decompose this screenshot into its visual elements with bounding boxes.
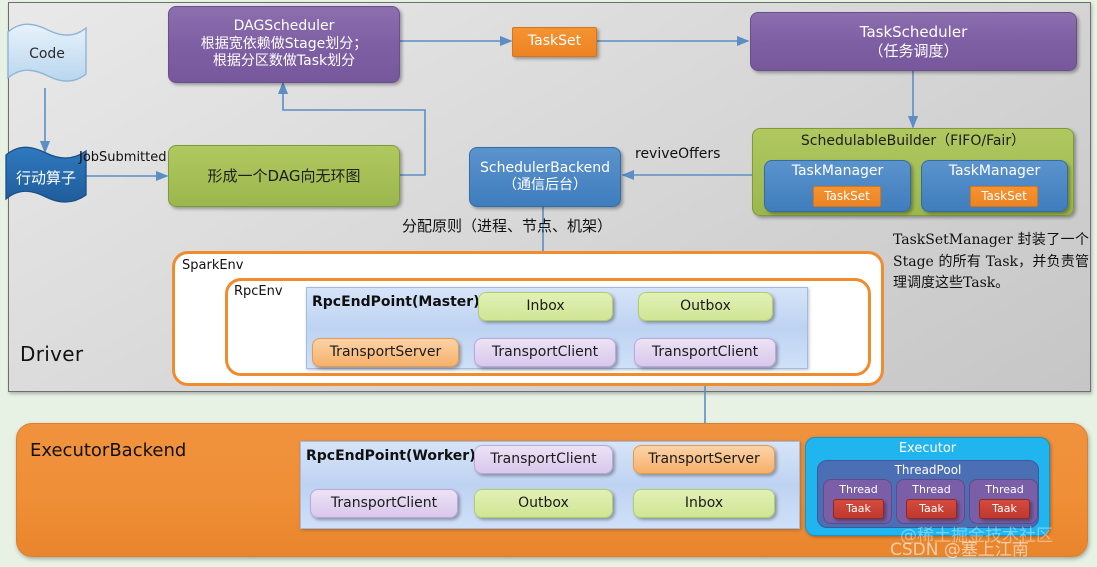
thread-3-title: Thread [985, 483, 1024, 496]
master-outbox-node[interactable]: Outbox [638, 292, 773, 321]
thread-1-task: Taak [833, 499, 884, 519]
revive-offers-label: reviveOffers [635, 146, 721, 162]
dag-scheduler-line2: 根据宽依赖做Stage划分； [200, 35, 368, 52]
code-banner: Code [6, 22, 88, 88]
worker-transport-client-2-node[interactable]: TransportClient [310, 489, 458, 518]
rpc-env-label: RpcEnv [234, 284, 283, 299]
dag-scheduler-node[interactable]: DAGScheduler 根据宽依赖做Stage划分； 根据分区数做Task划分 [168, 6, 400, 83]
allocation-principle-text: 分配原则（进程、节点、机架） [402, 217, 613, 235]
watermark-juejin: @稀土掘金技术社区 [900, 526, 1053, 546]
rpc-endpoint-master-title: RpcEndPoint(Master) [312, 294, 480, 310]
action-operator-banner: 行动算子 [4, 145, 88, 209]
master-transport-server-label: TransportServer [329, 343, 442, 360]
job-submitted-label: JobSubmitted [79, 150, 167, 165]
task-scheduler-subtitle: （任务调度） [868, 41, 959, 60]
master-transport-client-2-node[interactable]: TransportClient [634, 338, 776, 367]
master-transport-client-2-label: TransportClient [651, 343, 759, 360]
scheduler-backend-node[interactable]: SchedulerBackend （通信后台） [469, 147, 621, 207]
dag-scheduler-title: DAGScheduler [233, 18, 335, 35]
scheduler-backend-subtitle: （通信后台） [503, 177, 587, 193]
threadpool-title: ThreadPool [894, 463, 962, 477]
master-inbox-label: Inbox [526, 297, 565, 314]
worker-transport-client-1-label: TransportClient [490, 450, 597, 467]
spark-env-label: SparkEnv [182, 258, 244, 273]
taskset-node[interactable]: TaskSet [512, 27, 597, 57]
thread-3-task: Taak [979, 499, 1030, 519]
worker-transport-client-2-label: TransportClient [330, 494, 438, 511]
task-scheduler-title: TaskScheduler [859, 22, 968, 41]
thread-2-task: Taak [906, 499, 957, 519]
worker-transport-server-node[interactable]: TransportServer [633, 445, 775, 474]
task-manager-1-taskset: TaskSet [813, 186, 881, 207]
thread-box-3[interactable]: Thread Taak [969, 479, 1038, 524]
task-manager-1-title: TaskManager [791, 163, 884, 179]
worker-inbox-node[interactable]: Inbox [633, 489, 775, 518]
master-inbox-node[interactable]: Inbox [478, 292, 613, 321]
worker-inbox-label: Inbox [684, 494, 724, 511]
task-manager-2[interactable]: TaskManager TaskSet [921, 160, 1068, 212]
thread-2-title: Thread [912, 483, 951, 496]
worker-transport-server-label: TransportServer [648, 450, 760, 467]
master-transport-client-1-label: TransportClient [491, 343, 599, 360]
thread-box-2[interactable]: Thread Taak [896, 479, 965, 524]
taskset-label: TaskSet [527, 33, 582, 50]
task-manager-2-taskset: TaskSet [970, 186, 1038, 207]
driver-label: Driver [20, 342, 84, 366]
scheduler-backend-title: SchedulerBackend [480, 159, 610, 176]
dag-graph-node[interactable]: 形成一个DAG向无环图 [168, 145, 400, 207]
task-manager-2-title: TaskManager [948, 163, 1041, 179]
master-outbox-label: Outbox [680, 297, 731, 314]
dag-graph-label: 形成一个DAG向无环图 [207, 166, 361, 185]
task-manager-1[interactable]: TaskManager TaskSet [764, 160, 911, 212]
watermark-csdn: CSDN @塞上江南 [890, 540, 1029, 560]
rpc-endpoint-worker-title: RpcEndPoint(Worker) [306, 448, 476, 464]
worker-outbox-node[interactable]: Outbox [474, 489, 613, 518]
worker-outbox-label: Outbox [518, 494, 569, 511]
executor-title: Executor [898, 441, 957, 456]
task-scheduler-node[interactable]: TaskScheduler （任务调度） [750, 12, 1077, 71]
dag-scheduler-line3: 根据分区数做Task划分 [212, 53, 356, 70]
thread-box-1[interactable]: Thread Taak [823, 479, 892, 524]
master-transport-client-1-node[interactable]: TransportClient [474, 338, 616, 367]
thread-1-title: Thread [839, 483, 878, 496]
taskset-manager-note: TaskSetManager 封装了一个 Stage 的所有 Task，并负责管… [893, 232, 1089, 292]
master-transport-server-node[interactable]: TransportServer [312, 338, 459, 367]
schedulable-builder-title: SchedulableBuilder（FIFO/Fair） [800, 133, 1026, 149]
executor-backend-label: ExecutorBackend [30, 440, 187, 461]
worker-transport-client-1-node[interactable]: TransportClient [474, 445, 613, 474]
